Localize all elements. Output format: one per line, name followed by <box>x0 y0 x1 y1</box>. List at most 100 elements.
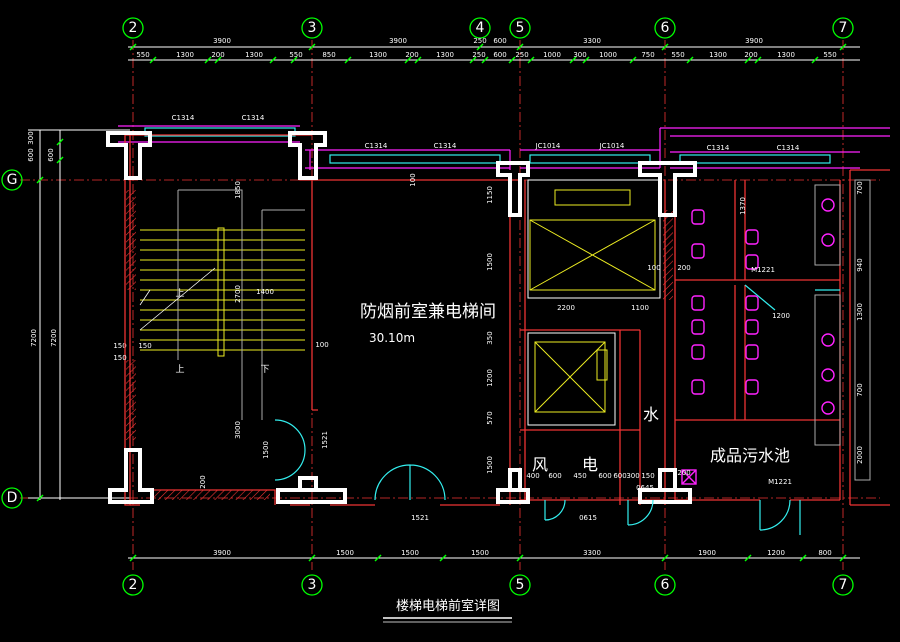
drawing-title: 楼梯电梯前室详图 <box>396 598 500 614</box>
dim-text: 1300 <box>436 51 454 59</box>
top-dimension-chain: 3900 3900 3300 3900 250 600 550 1300 200… <box>128 37 860 64</box>
dim-text: 1300 <box>369 51 387 59</box>
axis-label: 2 <box>129 577 138 593</box>
dim-text: 200 <box>405 51 418 59</box>
dim-text: 550 <box>671 51 684 59</box>
structural-columns <box>106 131 697 504</box>
axis-label: 6 <box>661 20 670 36</box>
shaft-water-label: 水 <box>643 405 659 424</box>
dim-text: 550 <box>823 51 836 59</box>
door-tag: M1221 <box>751 266 775 274</box>
window-tag: C1314 <box>242 114 265 122</box>
restroom-label: 成品污水池 <box>710 446 790 465</box>
dim-text: 3900 <box>389 37 407 45</box>
axis-label: G <box>7 172 18 188</box>
svg-text:100: 100 <box>315 341 328 349</box>
dim-text: 250 <box>515 51 528 59</box>
axis-label: D <box>7 490 18 506</box>
walls <box>124 134 890 506</box>
axis-label: 2 <box>129 20 138 36</box>
dim-text: 300 <box>573 51 586 59</box>
svg-text:1200: 1200 <box>486 369 494 387</box>
dim-text: 200 <box>744 51 757 59</box>
svg-text:600: 600 <box>613 472 626 480</box>
dim-text: 1900 <box>698 549 716 557</box>
svg-text:200: 200 <box>677 469 690 477</box>
svg-text:570: 570 <box>486 411 494 424</box>
window-tag: JC1014 <box>535 142 561 150</box>
dim-text: 3900 <box>213 549 231 557</box>
axis-label: 3 <box>308 577 317 593</box>
svg-text:400: 400 <box>526 472 539 480</box>
room-name: 防烟前室兼电梯间 <box>360 302 496 322</box>
svg-text:1150: 1150 <box>486 186 494 204</box>
shaft-air-label: 风 <box>532 455 548 474</box>
door-tag: 0645 <box>636 484 654 492</box>
svg-text:600: 600 <box>598 472 611 480</box>
svg-text:1400: 1400 <box>256 288 274 296</box>
axis-label: 4 <box>476 20 485 36</box>
dim-text: 3900 <box>213 37 231 45</box>
svg-text:2200: 2200 <box>557 304 575 312</box>
svg-text:450: 450 <box>573 472 586 480</box>
dim-text: 600 <box>493 51 506 59</box>
dim-text: 550 <box>289 51 302 59</box>
shaft-power-label: 电 <box>582 455 598 474</box>
svg-text:700: 700 <box>856 181 864 194</box>
axis-label: 7 <box>839 577 848 593</box>
stair-label-down: 下 <box>260 365 269 375</box>
stair-up-label: 上 <box>175 288 184 299</box>
dim-text: 600 <box>493 37 506 45</box>
window-tag: C1314 <box>707 144 730 152</box>
svg-text:200: 200 <box>677 264 690 272</box>
dim-text: 1300 <box>176 51 194 59</box>
dim-text: 150 <box>113 342 126 350</box>
dim-text: 150 <box>138 342 151 350</box>
dim-text: 1500 <box>401 549 419 557</box>
doors <box>274 284 840 535</box>
svg-text:1500: 1500 <box>262 441 270 459</box>
dim-text: 800 <box>818 549 831 557</box>
axis-label: 6 <box>661 577 670 593</box>
dim-text: 1300 <box>245 51 263 59</box>
svg-text:940: 940 <box>856 258 864 271</box>
dim-text: 1300 <box>709 51 727 59</box>
svg-text:1300: 1300 <box>856 303 864 321</box>
svg-text:150: 150 <box>641 472 654 480</box>
dim-text: 600 <box>27 148 35 161</box>
window-tag: C1314 <box>777 144 800 152</box>
svg-text:2700: 2700 <box>234 285 242 303</box>
axis-label: 3 <box>308 20 317 36</box>
dim-text: 1200 <box>767 549 785 557</box>
axis-label: 5 <box>516 577 525 593</box>
interior-dimensions: 1150 1500 2200 1100 350 1200 570 1500 10… <box>113 173 864 488</box>
svg-text:100: 100 <box>647 264 660 272</box>
window-tag: C1314 <box>365 142 388 150</box>
door-tag: 0615 <box>579 514 597 522</box>
stair-label-up: 上 <box>175 364 184 375</box>
svg-text:2000: 2000 <box>856 446 864 464</box>
left-dimension-chain: 300 600 600 7200 7200 150 150 <box>27 129 152 502</box>
svg-text:1500: 1500 <box>486 253 494 271</box>
dim-text: 550 <box>136 51 149 59</box>
svg-text:1500: 1500 <box>486 456 494 474</box>
axis-label: 7 <box>839 20 848 36</box>
svg-text:150: 150 <box>113 354 126 362</box>
door-tag: M1221 <box>768 478 792 486</box>
svg-text:200: 200 <box>199 475 207 488</box>
svg-text:700: 700 <box>856 383 864 396</box>
dim-text: 1300 <box>777 51 795 59</box>
svg-text:600: 600 <box>548 472 561 480</box>
dim-text: 3300 <box>583 37 601 45</box>
svg-text:350: 350 <box>486 331 494 344</box>
dim-text: 1000 <box>599 51 617 59</box>
svg-text:300: 300 <box>626 472 639 480</box>
svg-text:1370: 1370 <box>739 197 747 215</box>
dim-text: 850 <box>322 51 335 59</box>
svg-text:1850: 1850 <box>234 181 242 199</box>
restroom-fixtures <box>681 179 871 485</box>
axis-bubbles-top: 2 3 4 5 6 7 <box>122 17 854 39</box>
dim-text: 7200 <box>30 329 38 347</box>
dim-text: 1000 <box>543 51 561 59</box>
